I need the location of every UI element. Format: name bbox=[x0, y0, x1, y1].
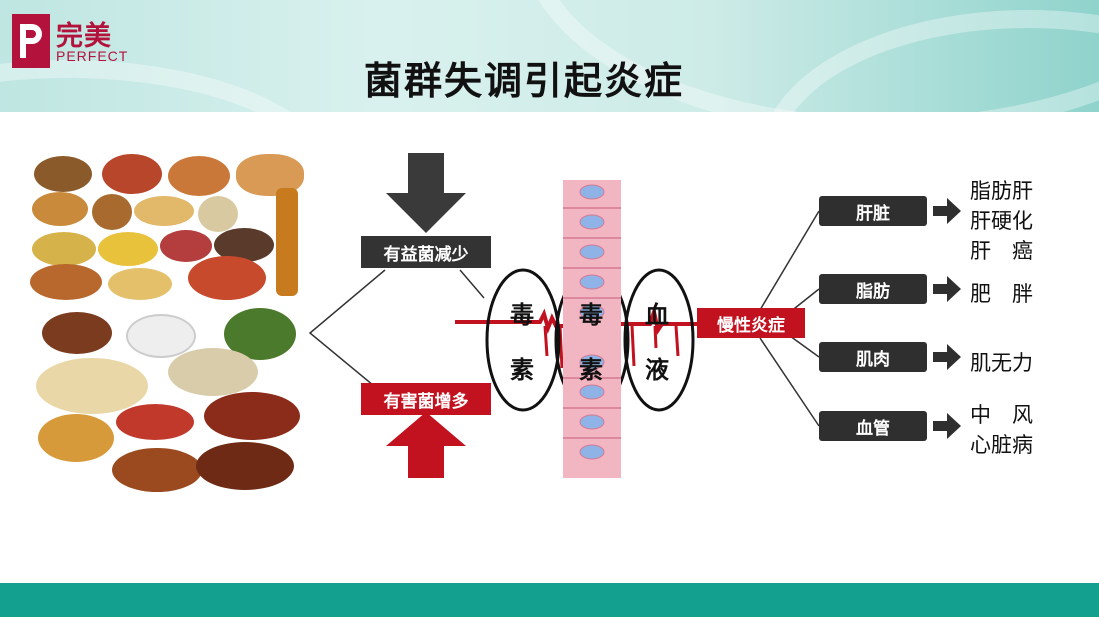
down-arrow-icon bbox=[386, 153, 466, 233]
footer-bar bbox=[0, 583, 1099, 617]
disease-item: 肝硬化 bbox=[970, 209, 1033, 233]
disease-item: 中 风 bbox=[970, 403, 1033, 427]
header-banner bbox=[0, 0, 1099, 112]
up-arrow-icon bbox=[386, 412, 466, 478]
disease-list-liver: 脂肪肝 肝硬化 肝 癌 bbox=[970, 176, 1033, 266]
pointer-arrow-icon bbox=[933, 198, 961, 224]
pointer-arrow-icon bbox=[933, 276, 961, 302]
disease-item: 脂肪肝 bbox=[970, 179, 1033, 203]
beneficial-bacteria-label: 有益菌减少 bbox=[361, 236, 491, 268]
organ-blood-vessel: 血管 bbox=[819, 411, 927, 441]
toxin-char: 素 bbox=[579, 356, 603, 384]
disease-item: 肥 胖 bbox=[970, 282, 1033, 306]
pointer-arrow-icon bbox=[933, 413, 961, 439]
organ-muscle: 肌肉 bbox=[819, 342, 927, 372]
page-title: 菌群失调引起炎症 bbox=[364, 59, 685, 103]
logo-text-en: PERFECT bbox=[56, 48, 129, 64]
perfect-logo: 完美 PERFECT bbox=[12, 14, 127, 70]
toxin-char: 毒 bbox=[510, 301, 534, 329]
disease-list-vessel: 中 风 心脏病 bbox=[970, 400, 1033, 460]
toxin-char: 素 bbox=[510, 356, 534, 384]
pointer-arrow-icon bbox=[933, 344, 961, 370]
harmful-bacteria-label: 有害菌增多 bbox=[361, 383, 491, 415]
disease-list-fat: 肥 胖 bbox=[970, 279, 1033, 309]
logo-mark-icon bbox=[12, 14, 50, 68]
disease-list-muscle: 肌无力 bbox=[970, 348, 1033, 378]
blood-char: 液 bbox=[645, 356, 669, 384]
toxin-char: 毒 bbox=[579, 301, 603, 329]
disease-item: 肝 癌 bbox=[970, 239, 1033, 263]
disease-item: 心脏病 bbox=[970, 433, 1033, 457]
junk-food-collage-image bbox=[28, 152, 310, 500]
organ-fat: 脂肪 bbox=[819, 274, 927, 304]
logo-text-cn: 完美 bbox=[56, 21, 112, 52]
chronic-inflammation-label: 慢性炎症 bbox=[697, 308, 805, 338]
intestinal-cell-wall-image bbox=[563, 180, 621, 478]
blood-char: 血 bbox=[645, 301, 669, 329]
disease-item: 肌无力 bbox=[970, 351, 1033, 375]
organ-liver: 肝脏 bbox=[819, 196, 927, 226]
